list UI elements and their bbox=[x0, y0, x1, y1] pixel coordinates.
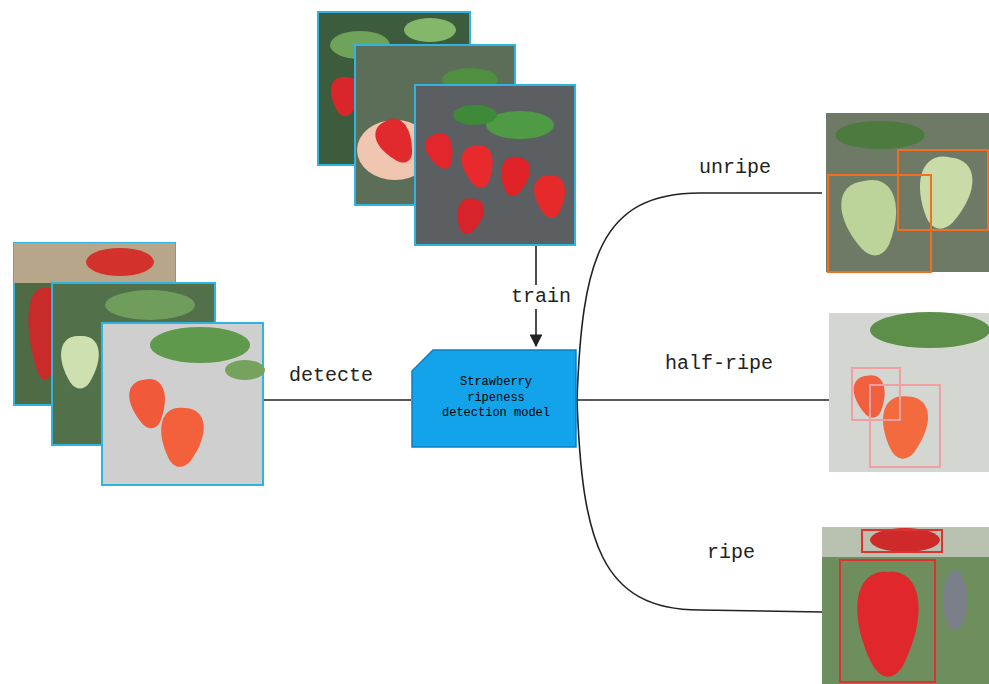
flow-lines bbox=[263, 193, 829, 612]
class-label: ripe bbox=[704, 541, 758, 565]
detect-label: detecte bbox=[286, 364, 376, 388]
half-ripe-result-photo bbox=[829, 312, 989, 472]
model-label: Strawberry ripeness detection model bbox=[411, 367, 577, 430]
training-photos bbox=[318, 12, 575, 245]
train-label: train bbox=[508, 285, 574, 309]
ripe-result-photo bbox=[822, 527, 989, 684]
unripe-result-photo bbox=[826, 113, 989, 272]
class-label: unripe bbox=[696, 156, 774, 180]
class-label: half-ripe bbox=[662, 352, 776, 376]
model-box: Strawberry ripeness detection model bbox=[411, 349, 577, 448]
input-photos bbox=[14, 243, 265, 485]
